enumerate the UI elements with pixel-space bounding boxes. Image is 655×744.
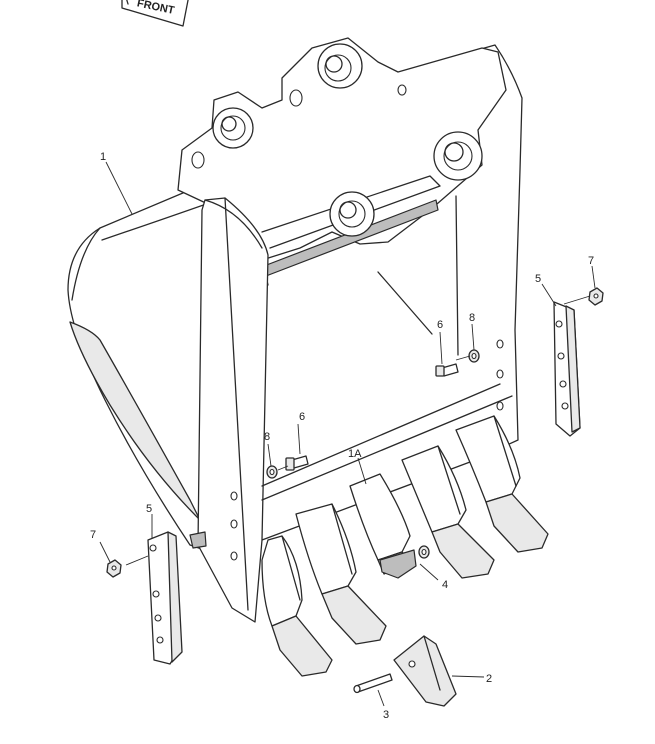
callout-side-cutter-right: 5: [535, 273, 541, 285]
retaining-pin: [353, 673, 393, 694]
nut-left: [106, 559, 122, 578]
callout-tooth-point: 2: [486, 673, 492, 685]
callout-pin: 3: [383, 709, 389, 721]
callout-washer-left: 8: [264, 431, 270, 443]
retainer-ring: [418, 545, 430, 559]
washer-left: [266, 465, 278, 479]
callout-bolt-left: 6: [299, 411, 305, 423]
callout-bolt-right: 6: [437, 319, 443, 331]
callout-retainer: 4: [442, 579, 448, 591]
side-cutter-right: [553, 301, 581, 437]
callout-labels: 1 1A 2 3 4 5 5 6 6 7 7 8 8: [90, 151, 594, 721]
bucket-body: [67, 37, 523, 623]
callout-nut-left: 7: [90, 529, 96, 541]
tooth-point: [393, 635, 457, 707]
front-direction-tag: FRONT: [121, 0, 189, 27]
callout-side-cutter-left: 5: [146, 503, 152, 515]
callout-bucket-body: 1: [100, 151, 106, 163]
washer-right: [468, 349, 480, 363]
bolt-left: [285, 455, 309, 471]
side-cutter-left: [147, 531, 183, 665]
bolt-right: [435, 363, 459, 377]
nut-right: [588, 287, 604, 306]
callout-center-tooth: 1A: [348, 448, 362, 460]
tooth-adapters: [261, 415, 549, 677]
callout-washer-right: 8: [469, 312, 475, 324]
leader-lines: [99, 161, 596, 707]
callout-nut-right: 7: [588, 255, 594, 267]
